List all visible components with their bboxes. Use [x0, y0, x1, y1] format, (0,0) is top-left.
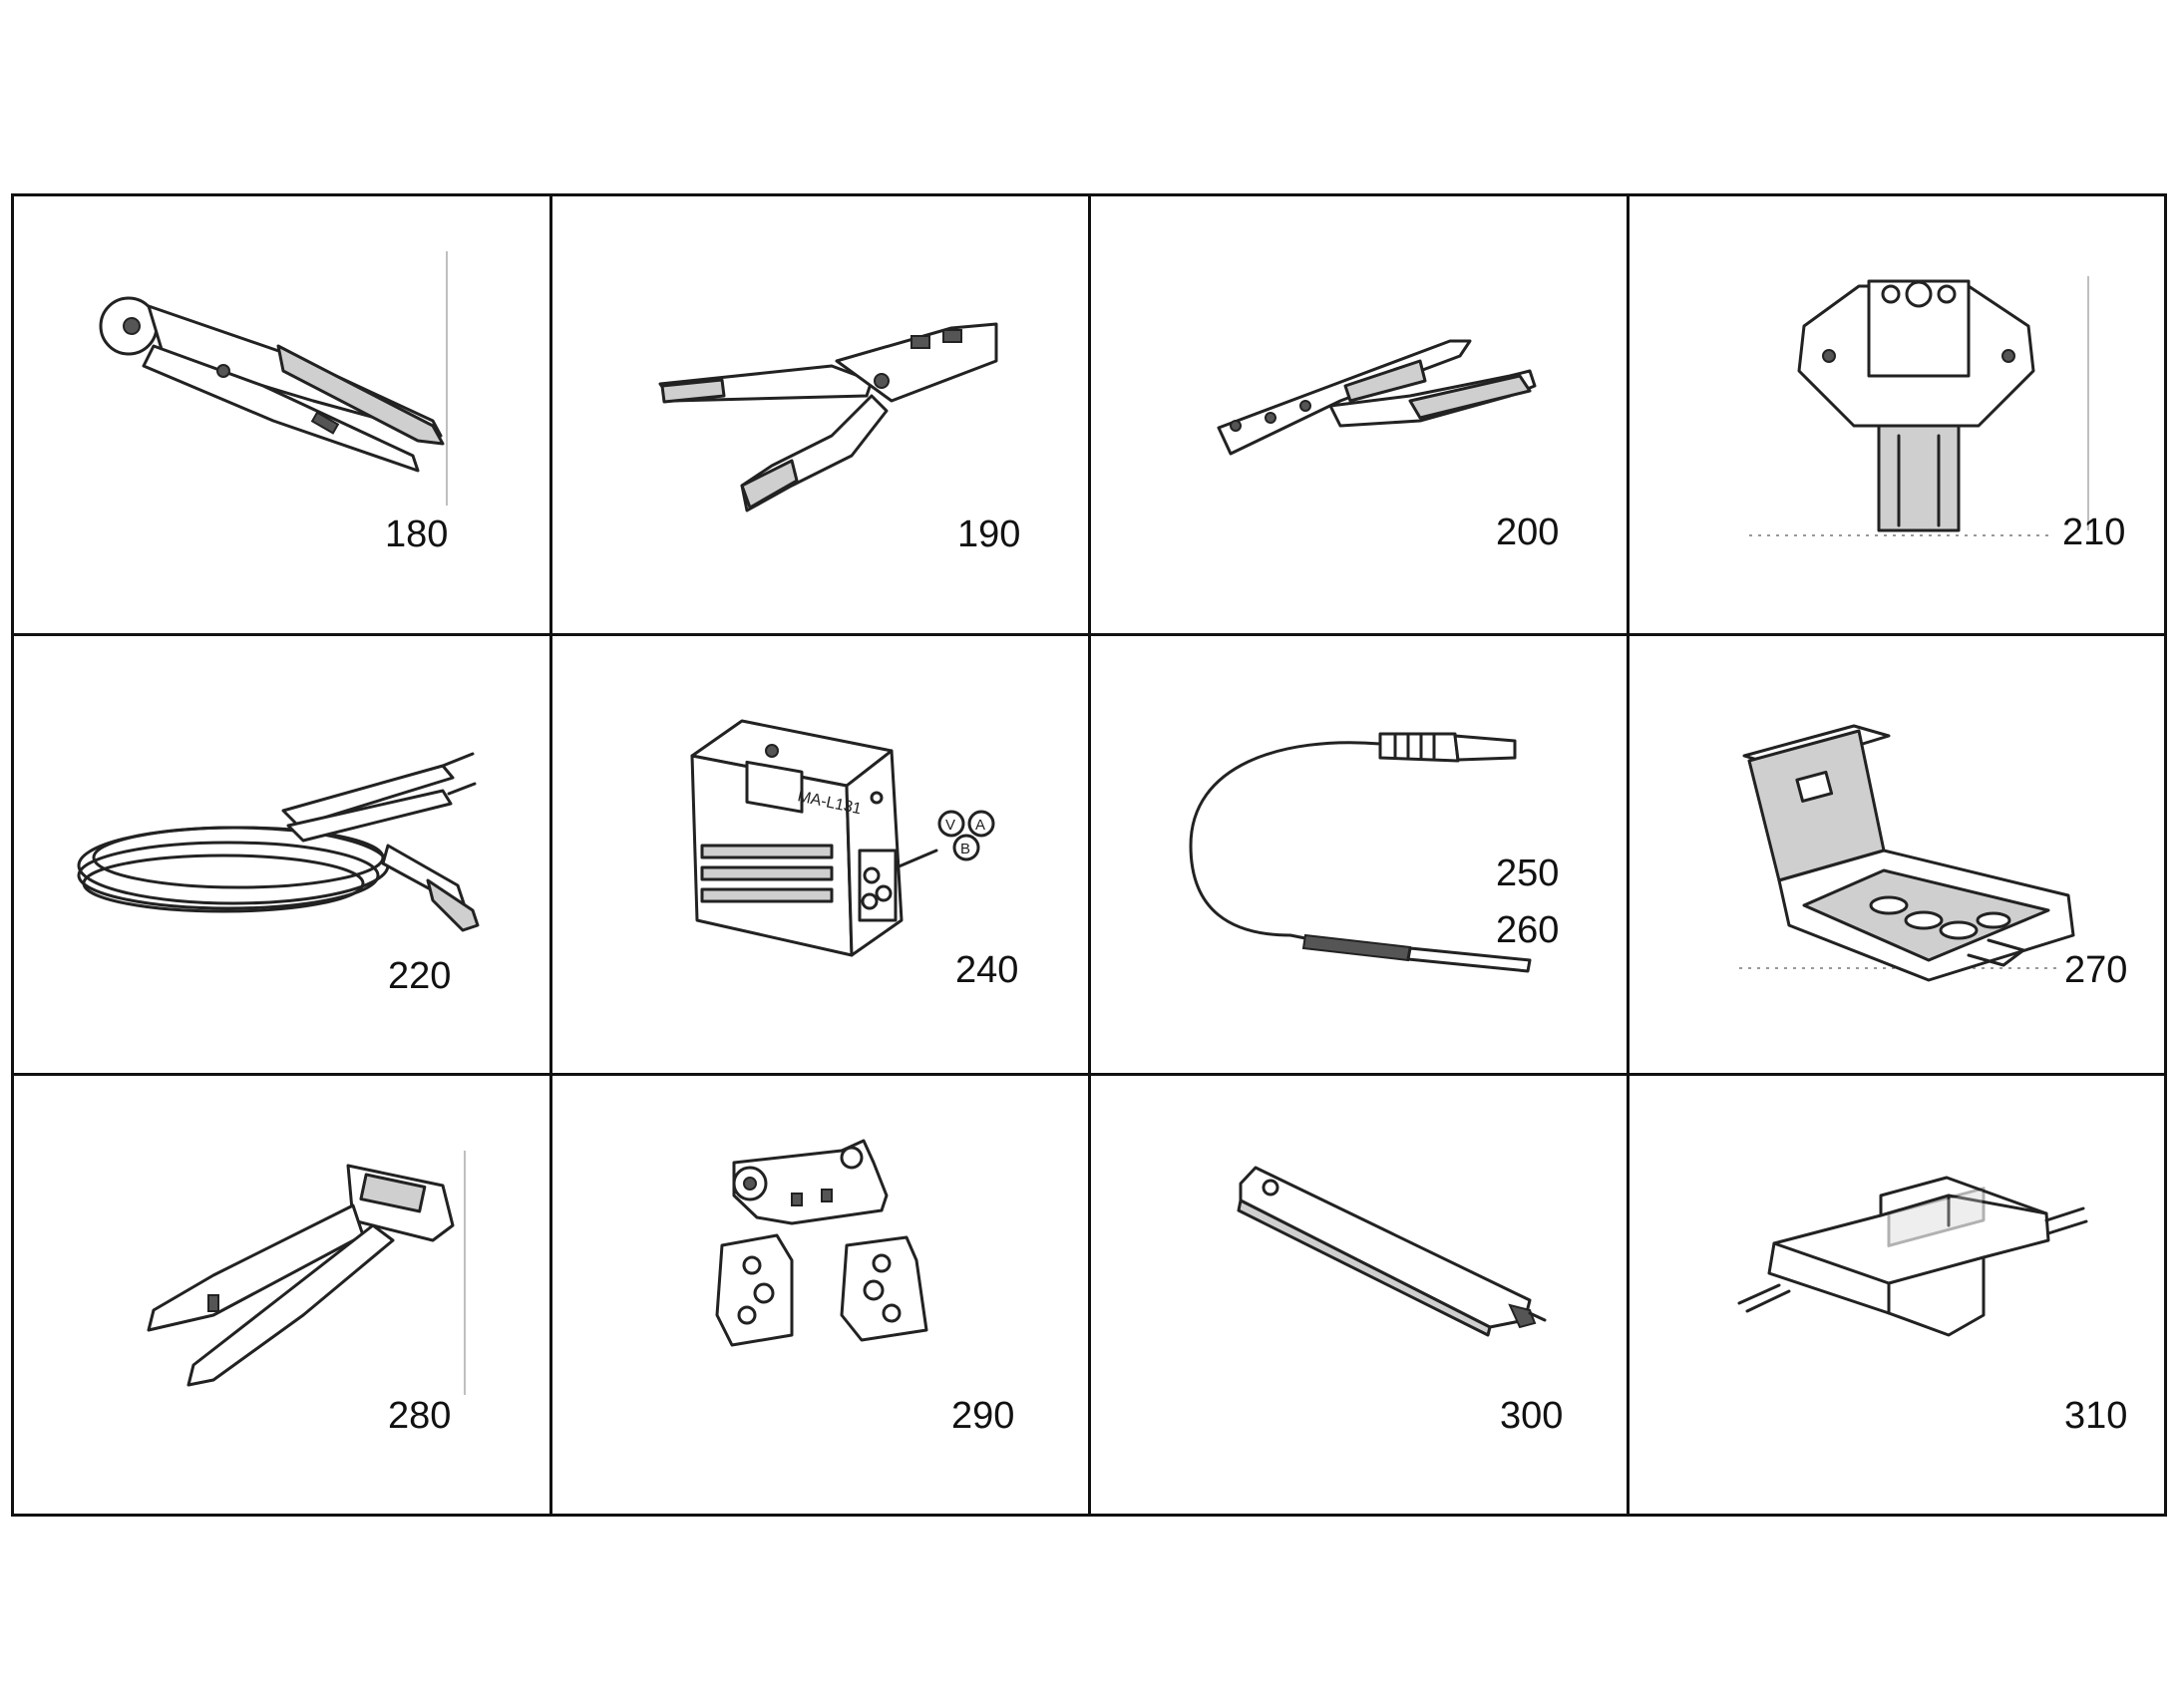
tester-module-icon: MA-L131 V A B [690, 719, 995, 957]
die-set-icon [715, 1139, 928, 1347]
tool-cell-250-260: 250 260 [1091, 636, 1630, 1076]
tool-cell-200: 200 [1091, 196, 1630, 636]
tool-label: 240 [955, 949, 1019, 991]
tool-label: 180 [385, 513, 449, 555]
test-leads-icon [77, 752, 480, 932]
tool-case-icon [1739, 724, 2075, 982]
tool-label: 270 [2064, 949, 2128, 991]
tool-label: 290 [951, 1395, 1015, 1437]
svg-text:B: B [960, 841, 970, 857]
tool-cell-270: 270 [1630, 636, 2168, 1076]
hand-crimper-icon [1217, 339, 1537, 456]
grid-divider [14, 1073, 2164, 1076]
grid-divider [14, 633, 2164, 636]
tool-cell-190: 190 [552, 196, 1091, 636]
tool-label: 300 [1500, 1395, 1564, 1437]
tool-cell-310: 310 [1630, 1076, 2168, 1516]
grid-divider [1088, 196, 1091, 1514]
tool-label: 280 [388, 1395, 452, 1437]
stripping-plier-icon [147, 1151, 466, 1395]
grid-divider [549, 196, 552, 1514]
tool-cell-180: 180 [14, 196, 552, 636]
svg-text:A: A [975, 817, 985, 834]
tool-cell-280: 280 [14, 1076, 552, 1516]
probe-cable-icon [1189, 732, 1532, 973]
connector-adapter-icon [1737, 1176, 2088, 1337]
tool-cell-240: MA-L131 V A B 240 [552, 636, 1091, 1076]
tool-cell-290: 290 [552, 1076, 1091, 1516]
tool-label: 210 [2062, 512, 2126, 553]
grid-divider [1627, 196, 1630, 1514]
tool-label: 200 [1496, 512, 1560, 553]
crimping-plier-round-head-icon [99, 251, 448, 506]
tool-cell-220: 220 [14, 636, 552, 1076]
svg-text:V: V [945, 817, 955, 834]
ratchet-crimper-icon [658, 322, 998, 512]
positioner-turret-icon [1749, 276, 2089, 536]
tool-cell-210: 210 [1630, 196, 2168, 636]
tool-label: 190 [957, 513, 1021, 555]
tool-label: 250 [1496, 853, 1560, 894]
tool-cell-300: 300 [1091, 1076, 1630, 1516]
tool-label: 220 [388, 955, 452, 997]
tool-label-secondary: 260 [1496, 909, 1560, 951]
tool-label: 310 [2064, 1395, 2128, 1437]
tool-grid: 180 190 200 [11, 193, 2167, 1517]
extraction-tool-icon [1237, 1166, 1547, 1337]
